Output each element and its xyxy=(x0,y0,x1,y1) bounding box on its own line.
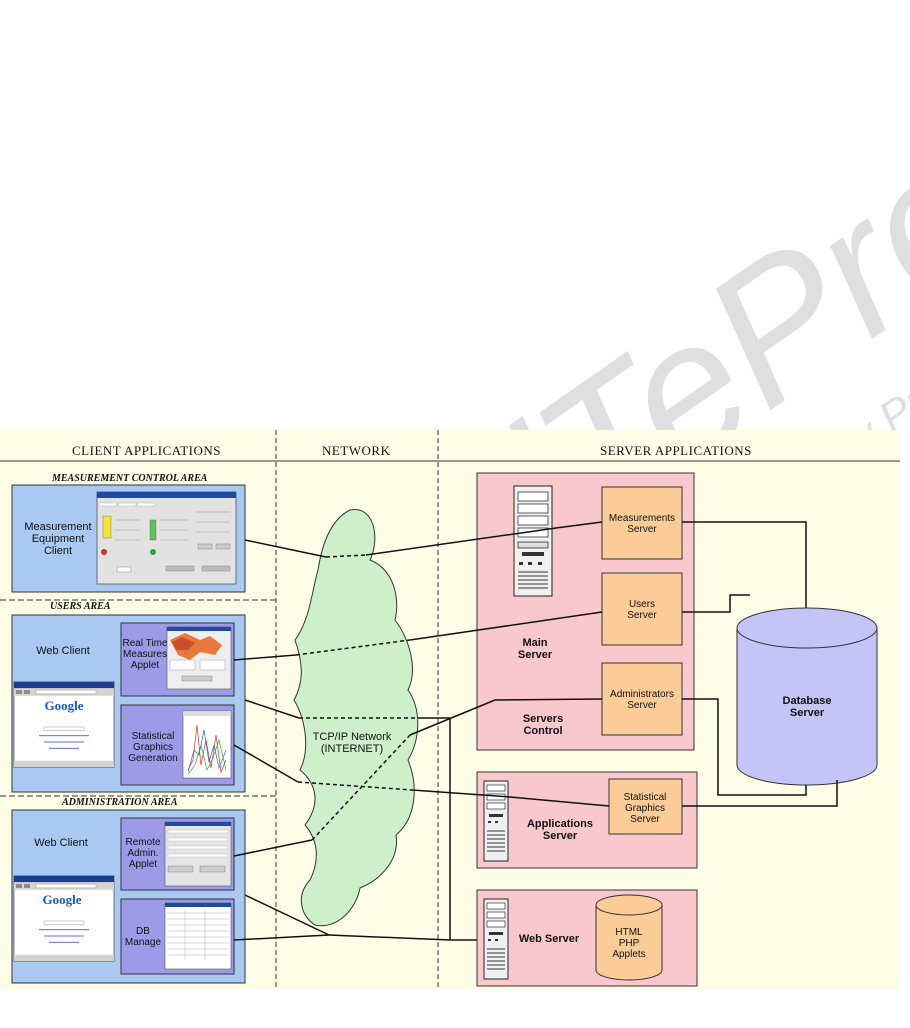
remote-admin-label-3: Applet xyxy=(129,859,158,870)
statistical-server-label-1: Statistical xyxy=(624,792,667,803)
cloud-to-main-server-link xyxy=(365,527,557,556)
remote-admin-to-cloud-link xyxy=(233,839,313,857)
db-manage-label-1: DB xyxy=(136,926,150,937)
network-label-1: TCP/IP Network xyxy=(313,731,392,743)
admin-client-to-cloud-link xyxy=(244,894,330,936)
cloud-to-applications-server-link xyxy=(411,789,511,798)
statistical-graphics-server-box xyxy=(608,778,683,835)
statistical-chart-screenshot xyxy=(182,710,232,779)
database-server-label-2: Server xyxy=(790,707,825,719)
administrators-server-label-1: Administrators xyxy=(610,689,674,700)
db-manage-screenshot xyxy=(164,902,232,970)
remote-admin-label-2: Admin. xyxy=(127,848,158,859)
statistical-cloud-dashed xyxy=(297,781,413,791)
real-time-applet-label-3: Applet xyxy=(131,660,160,671)
statistical-to-cloud-link xyxy=(233,744,299,783)
measurement-area-title: MEASUREMENT CONTROL AREA xyxy=(51,473,208,484)
users-client-to-cloud-link xyxy=(244,699,300,719)
db-manage-label-2: Manage xyxy=(125,937,162,948)
applications-server-tower-icon xyxy=(483,780,509,862)
admin-browser-screenshot xyxy=(13,875,115,962)
realtime-cloud-dashed xyxy=(295,639,411,656)
users-server-box xyxy=(601,572,683,646)
measurements-server-label-1: Measurements xyxy=(609,513,675,524)
statistical-generation-label-1: Statistical xyxy=(132,731,175,742)
stat-server-to-db-link xyxy=(682,780,838,807)
admin-to-db-link xyxy=(682,698,807,796)
measurements-server-label-2: Server xyxy=(627,524,657,535)
users-area-title: USERS AREA xyxy=(50,601,111,612)
users-google-logo: Google xyxy=(45,698,84,713)
database-cylinder xyxy=(736,607,878,786)
statistical-server-label-3: Server xyxy=(630,814,660,825)
measurement-client-label-2: Equipment xyxy=(32,533,85,545)
web-content-label-1: HTML xyxy=(615,927,643,938)
server-applications-header: SERVER APPLICATIONS xyxy=(600,443,752,458)
client-applications-header: CLIENT APPLICATIONS xyxy=(72,443,221,458)
admin-google-logo: Google xyxy=(43,892,82,907)
measurement-to-cloud-link xyxy=(244,539,327,558)
admin-cloud-to-web-link xyxy=(328,934,451,941)
web-server-label: Web Server xyxy=(519,933,580,945)
web-content-label-3: Applets xyxy=(612,949,645,960)
measurements-to-db-link xyxy=(682,521,807,608)
users-to-db-link xyxy=(682,594,750,613)
apps-to-stat-server-link xyxy=(509,796,610,807)
database-server-label-1: Database xyxy=(783,695,832,707)
main-server-tower-icon xyxy=(513,485,553,597)
applications-server-label-2: Server xyxy=(543,830,578,842)
measurements-server-box xyxy=(601,486,683,560)
main-server-label-1: Main xyxy=(522,637,547,649)
realtime-to-cloud-link xyxy=(233,654,297,661)
web-server-area xyxy=(476,889,698,987)
real-time-applet-label-2: Measures xyxy=(123,649,167,660)
statistical-generation-label-3: Generation xyxy=(128,753,177,764)
servers-control-label-1: Servers xyxy=(523,713,563,725)
users-web-client-label: Web Client xyxy=(36,645,90,657)
measurement-app-screenshot xyxy=(96,491,237,585)
measurement-client-label-1: Measurement xyxy=(24,521,91,533)
web-content-label-2: PHP xyxy=(619,938,640,949)
admin-web-client-label: Web Client xyxy=(34,837,88,849)
network-label-2: (INTERNET) xyxy=(321,743,383,755)
measurement-client-label-3: Client xyxy=(44,545,72,557)
users-server-label-2: Server xyxy=(627,610,657,621)
real-time-map-screenshot xyxy=(166,626,232,690)
main-to-measurements-link xyxy=(555,521,603,529)
web-content-cylinder xyxy=(595,894,663,981)
db-manage-to-cloud-link xyxy=(233,934,330,941)
administrators-server-label-2: Server xyxy=(627,700,657,711)
cloud-to-admin-server-link xyxy=(409,699,496,736)
users-server-label-1: Users xyxy=(629,599,655,610)
remote-admin-label-1: Remote xyxy=(125,837,160,848)
users-browser-screenshot xyxy=(13,681,115,768)
servers-control-label-2: Control xyxy=(523,725,562,737)
web-server-tower-icon xyxy=(483,898,509,980)
administration-area-title: ADMINISTRATION AREA xyxy=(61,797,178,808)
admin-server-feed xyxy=(494,698,603,701)
network-header: NETWORK xyxy=(322,443,391,458)
remote-admin-screenshot xyxy=(164,821,232,887)
cloud-to-users-server-link xyxy=(409,611,603,641)
statistical-generation-label-2: Graphics xyxy=(133,742,173,753)
statistical-server-label-2: Graphics xyxy=(625,803,665,814)
real-time-applet-label-1: Real Time xyxy=(122,638,167,649)
main-server-label-2: Server xyxy=(518,649,553,661)
admin-cloud-dashed xyxy=(311,734,411,841)
applications-server-label-1: Applications xyxy=(527,818,593,830)
connections xyxy=(233,521,838,941)
